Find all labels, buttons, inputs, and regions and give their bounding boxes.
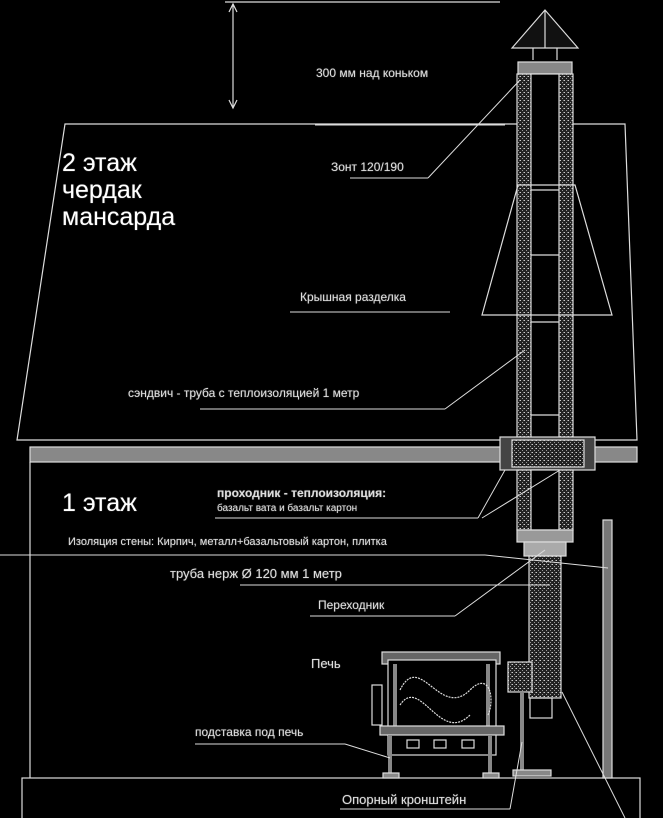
stove bbox=[371, 651, 505, 779]
label-passthrough-detail: базальт вата и базальт картон bbox=[217, 503, 358, 514]
label-support-bracket: Опорный кронштейн bbox=[342, 792, 467, 807]
steel-pipe bbox=[528, 555, 562, 699]
roof-flashing bbox=[481, 184, 613, 316]
label-height-above-ridge: 300 мм над коньком bbox=[316, 66, 429, 80]
label-adapter: Переходник bbox=[318, 598, 385, 612]
floor-2-attic: чердак bbox=[62, 176, 142, 204]
floor-2-mansard: мансарда bbox=[62, 203, 176, 231]
foundation bbox=[21, 777, 641, 818]
label-wall-insulation: Изоляция стены: Кирпич, металл+базальтов… bbox=[68, 536, 387, 548]
floor-1-label: 1 этаж bbox=[62, 489, 137, 517]
label-stove: Печь bbox=[311, 656, 341, 671]
adapter bbox=[523, 541, 567, 557]
label-stove-stand: подставка под печь bbox=[195, 725, 304, 739]
label-sandwich-pipe: сэндвич - труба с теплоизоляцией 1 метр bbox=[128, 386, 360, 400]
label-steel-pipe: труба нерж Ø 120 мм 1 метр bbox=[170, 566, 342, 581]
wall-insulation bbox=[602, 519, 613, 779]
roof bbox=[16, 123, 638, 441]
floor-2-label: 2 этаж чердак мансарда bbox=[62, 150, 175, 231]
label-passthrough-title: проходник - теплоизоляция: bbox=[217, 486, 387, 500]
tee bbox=[507, 661, 533, 693]
label-roof-flashing: Крышная разделка bbox=[300, 290, 406, 304]
floor-2-title: 2 этаж bbox=[62, 149, 137, 177]
eave bbox=[29, 446, 638, 463]
label-cap: Зонт 120/190 bbox=[331, 160, 404, 174]
